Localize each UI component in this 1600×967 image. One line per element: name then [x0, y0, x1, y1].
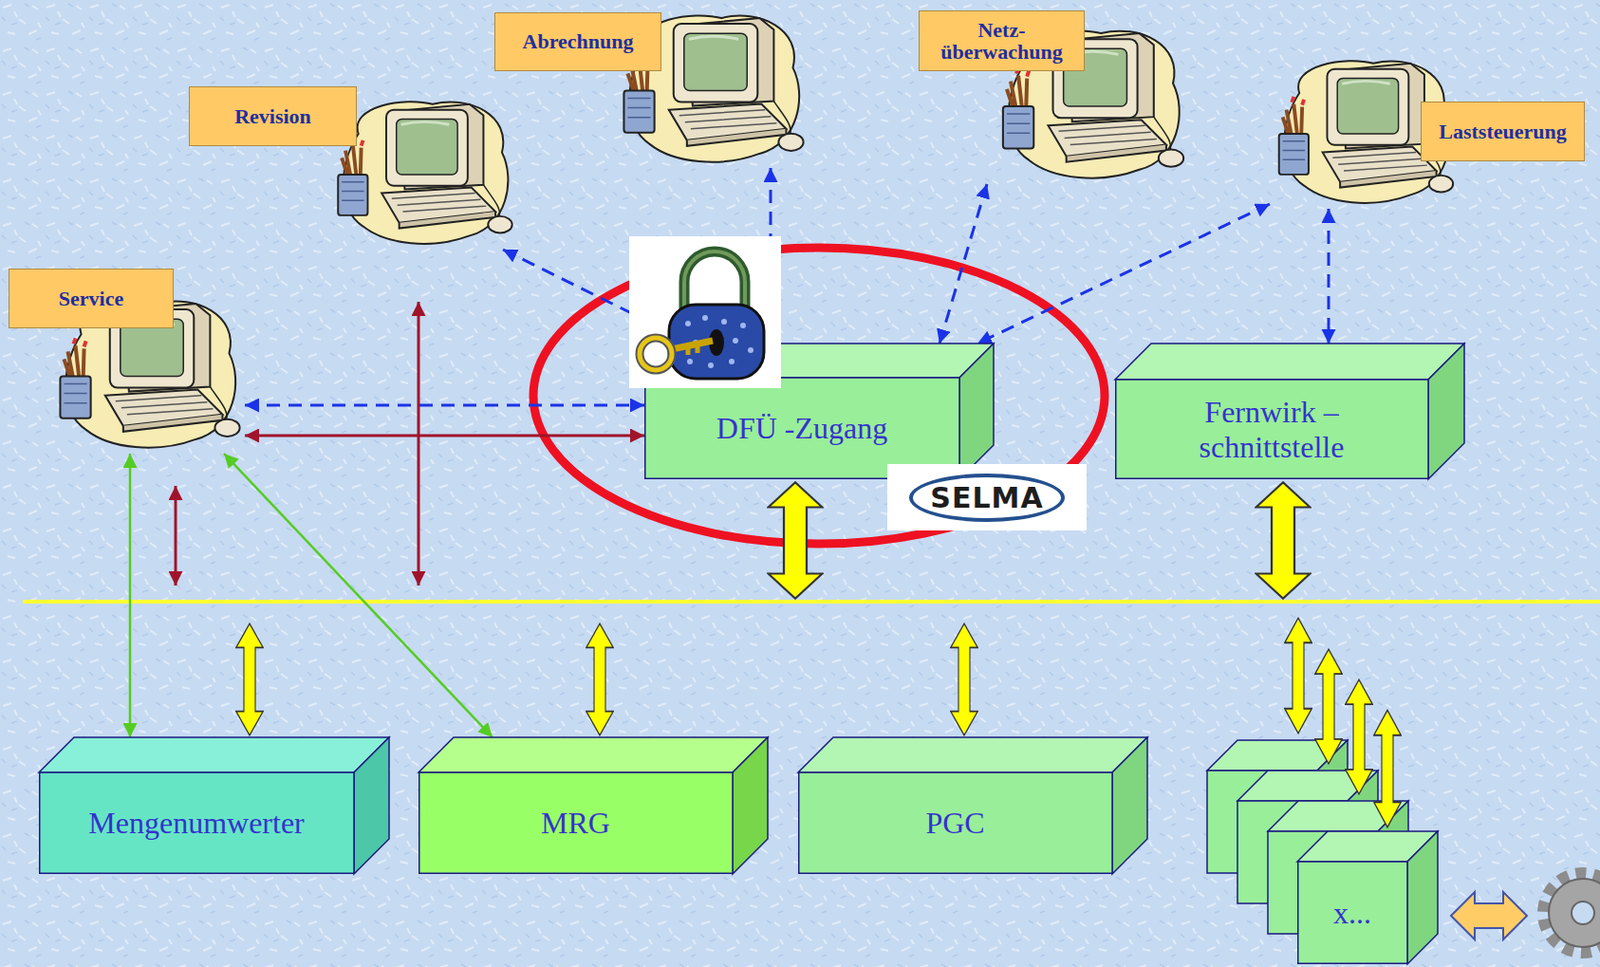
workstation-label: Netz- überwachung [918, 10, 1085, 72]
service-link [223, 453, 493, 738]
system-box: x... [1297, 831, 1438, 965]
box-face: Mengenumwerter [38, 772, 354, 875]
system-box: Mengenumwerter [38, 737, 390, 875]
workstation-name: Laststeuerung [1438, 120, 1566, 143]
box-name: Mengenumwerter [88, 805, 304, 841]
workstation-label: Revision [188, 86, 357, 147]
workstation-label: Laststeuerung [1420, 101, 1585, 162]
box-face: x... [1297, 861, 1408, 965]
workstation-label: Abrechnung [494, 12, 662, 72]
box-outline [38, 737, 390, 875]
box-name: MRG [540, 805, 611, 841]
workstation: Netz- überwachung [918, 10, 1189, 185]
logo-text: SELMA [909, 473, 1064, 522]
box-outline [798, 737, 1148, 875]
workstation-name: Service [58, 287, 124, 310]
box-face: MRG [418, 772, 733, 875]
dashed-data-link [1327, 208, 1331, 344]
workstation-name: Revision [234, 105, 312, 128]
workstation-name: Netz- überwachung [927, 18, 1077, 63]
direct-link [244, 434, 645, 438]
box-name: PGC [925, 805, 985, 841]
workstation: Laststeuerung [1269, 55, 1585, 209]
workstation-name: Abrechnung [522, 30, 634, 53]
box-name: x... [1333, 895, 1372, 931]
dashed-data-link [244, 404, 645, 408]
dashed-data-link [939, 184, 987, 344]
box-face: DFÜ -Zugang [644, 377, 960, 480]
system-box: PGC [798, 737, 1148, 875]
dashed-data-link [977, 204, 1270, 344]
system-box: MRG [418, 737, 768, 875]
box-name: DFÜ -Zugang [716, 410, 888, 447]
workstation-label: Service [8, 268, 174, 329]
lock-icon [629, 236, 782, 389]
workstation: Revision [188, 86, 521, 250]
box-face: PGC [798, 772, 1113, 875]
workstation: Abrechnung [494, 10, 812, 168]
box-outline [418, 737, 768, 875]
workstation: Service [8, 268, 245, 454]
system-box: Fernwirk – schnittstelle [1115, 343, 1465, 480]
service-link [129, 453, 132, 738]
box-name: Fernwirk – schnittstelle [1170, 394, 1375, 466]
box-face: Fernwirk – schnittstelle [1115, 379, 1429, 480]
